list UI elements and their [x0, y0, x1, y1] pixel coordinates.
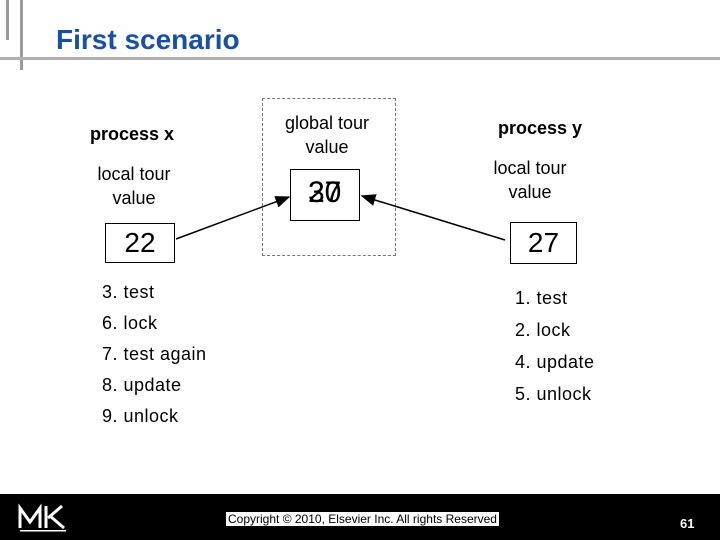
step-item: 9. unlock [102, 406, 179, 426]
process-y-name: process y [497, 118, 583, 138]
process-x-local-label: local tour value [97, 164, 171, 208]
step-item: 6. lock [102, 313, 158, 333]
process-y-steps: 1. test 2. lock 4. update 5. unlock [515, 282, 595, 410]
process-x-steps: 3. test 6. lock 7. test again 8. update … [102, 277, 207, 432]
global-label: global tour value [284, 113, 370, 157]
step-item: 3. test [102, 282, 155, 302]
step-item: 2. lock [515, 320, 571, 340]
global-value-old: 30 [308, 176, 342, 209]
step-item: 1. test [515, 288, 568, 308]
slide-title: First scenario [56, 24, 240, 55]
global-dashed-region [262, 98, 396, 256]
copyright-text: Copyright © 2010, Elsevier Inc. All righ… [226, 512, 499, 526]
left-frame-line [20, 0, 23, 70]
mk-logo [18, 503, 66, 532]
process-y-local-value-box: 27 [510, 222, 577, 264]
process-x-name: process x [89, 124, 175, 144]
step-item: 7. test again [102, 344, 207, 364]
arrow-y-to-global [360, 194, 506, 241]
step-item: 4. update [515, 352, 595, 372]
process-y-local-label: local tour value [493, 158, 567, 202]
arrow-x-to-global [175, 196, 291, 240]
step-item: 5. unlock [515, 384, 592, 404]
process-x-local-value-box: 22 [105, 223, 175, 263]
left-frame-line [6, 0, 9, 40]
page-number: 61 [680, 516, 695, 531]
global-value-box: 30 27 [290, 169, 360, 221]
title-underline [0, 57, 720, 60]
global-value-new: 27 [308, 176, 342, 209]
step-item: 8. update [102, 375, 182, 395]
